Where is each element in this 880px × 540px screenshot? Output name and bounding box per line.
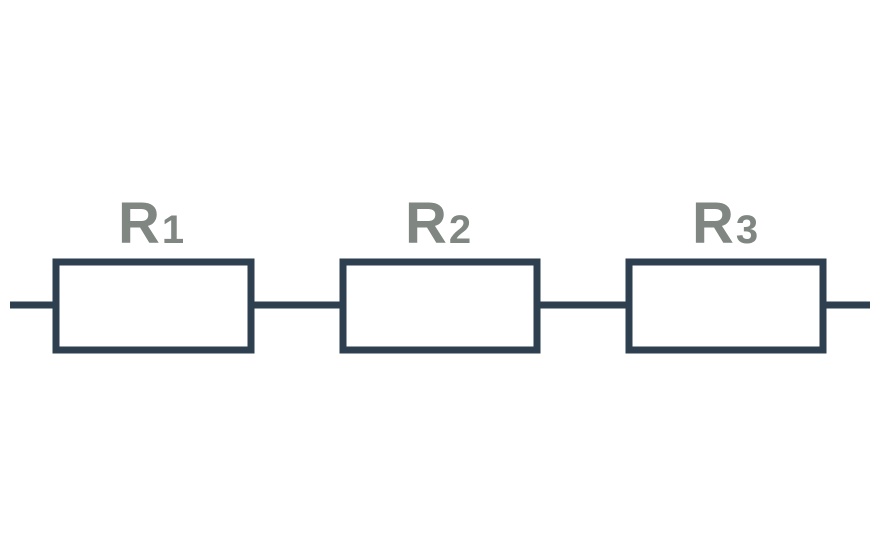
resistor-r1: R1 [52,191,255,354]
resistor-r3-symbol: R [692,191,734,256]
resistor-r3: R3 [625,191,827,354]
resistor-r3-body [625,258,827,354]
resistor-r2: R2 [339,191,541,354]
resistor-r3-label: R3 [692,191,758,256]
resistor-r2-body [339,258,541,354]
resistor-r2-subscript: 2 [449,208,471,252]
resistor-r1-subscript: 1 [162,208,184,252]
resistor-r3-subscript: 3 [736,208,758,252]
resistor-r2-label: R2 [405,191,471,256]
resistor-r1-label: R1 [118,191,184,256]
resistor-r1-body [52,258,255,354]
resistor-r2-symbol: R [405,191,447,256]
resistor-r1-symbol: R [118,191,160,256]
